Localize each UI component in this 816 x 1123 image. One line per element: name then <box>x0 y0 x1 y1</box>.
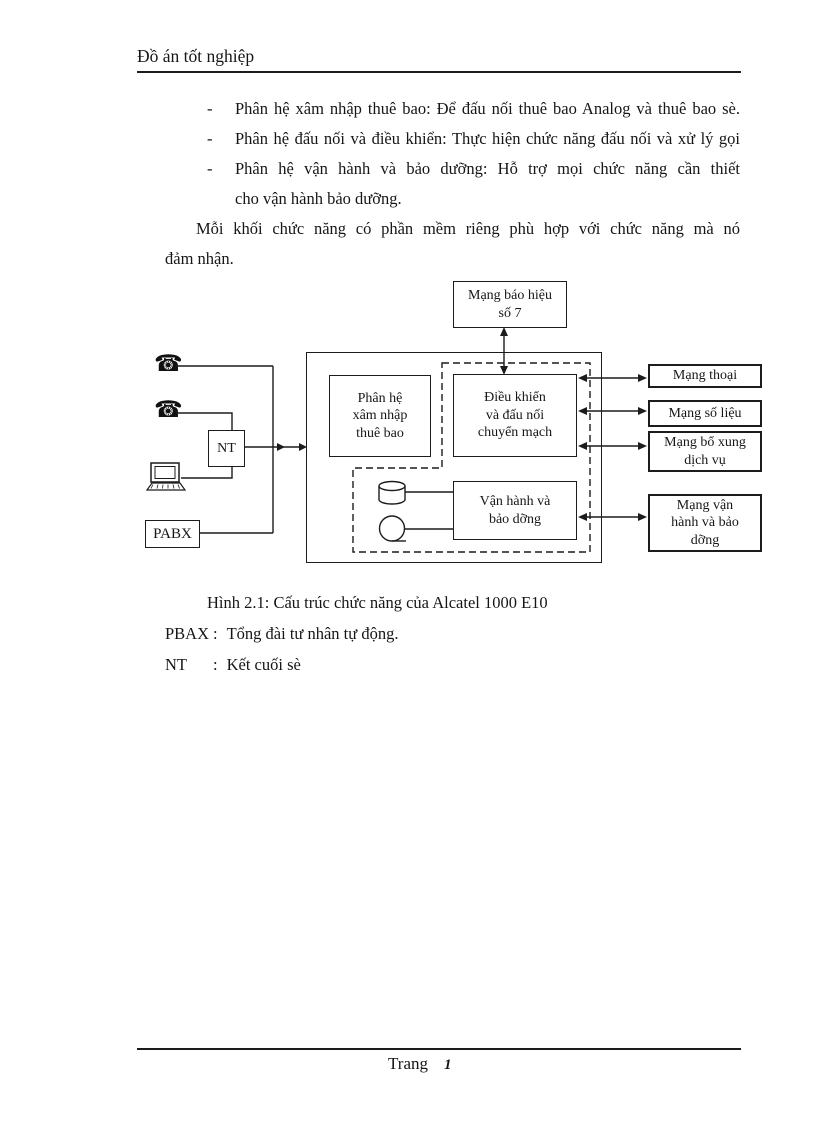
bullet-list: - Phân hệ xâm nhập thuê bao: Để đấu nối … <box>207 94 740 214</box>
box-label-line: PABX <box>153 525 192 542</box>
box-label-line: NT <box>217 440 236 456</box>
signaling-network-box: Mạng báo hiệu số 7 <box>453 281 567 328</box>
legend-description: Kết cuối sè <box>226 655 301 674</box>
box-label-line: Phân hệ <box>357 390 403 406</box>
footer-label: Trang <box>388 1054 428 1073</box>
computer-line <box>181 467 233 479</box>
data-network-box: Mạng số liệu <box>648 400 762 427</box>
box-label-line: dịch vụ <box>684 452 726 468</box>
paragraph-line: Mỗi khối chức năng có phần mềm riêng phù… <box>196 219 740 238</box>
box-label-line: và đấu nối <box>485 407 545 423</box>
box-label-line: Mạng bổ xung <box>664 435 746 450</box>
phone-icon: ☎ <box>154 351 183 377</box>
box-label-line: hành và bảo <box>671 515 739 531</box>
box-label-line: bảo dỡng <box>488 511 542 527</box>
bullet-item: - Phân hệ vận hành và bảo dưỡng: Hỗ trợ … <box>207 154 740 214</box>
computer-icon <box>145 462 187 491</box>
box-label-line: xâm nhập <box>352 408 408 424</box>
legend-colon: : <box>213 655 218 674</box>
bullet-item: - Phân hệ đấu nối và điều khiển: Thực hi… <box>207 124 740 154</box>
legend-row: PBAX: Tổng đài tư nhân tự động. <box>165 624 398 644</box>
bullet-marker: - <box>207 99 213 118</box>
body-paragraph: Mỗi khối chức năng có phần mềm riêng phù… <box>165 214 740 274</box>
voice-network-box: Mạng thoại <box>648 364 762 388</box>
bullet-text-line: Phân hệ đấu nối và điều khiển: Thực hiện… <box>235 129 740 148</box>
om-network-box: Mạng vận hành và bảo dỡng <box>648 494 762 552</box>
box-label-line: Mạng thoại <box>672 368 738 384</box>
box-label-line: Mạng báo hiệu <box>468 288 552 303</box>
bullet-text-line: cho vận hành bảo dưỡng. <box>235 189 402 208</box>
subscriber-access-subsystem-box: Phân hệ xâm nhập thuê bao <box>329 375 431 457</box>
exchange-main-box <box>306 352 602 563</box>
bullet-marker: - <box>207 129 213 148</box>
nt-box: NT <box>208 430 245 467</box>
box-label-line: dỡng <box>690 532 720 548</box>
bullet-item: - Phân hệ xâm nhập thuê bao: Để đấu nối … <box>207 94 740 124</box>
box-label-line: số 7 <box>498 305 522 321</box>
box-label-line: Mạng vận <box>676 497 734 513</box>
bullet-text-line: Phân hệ vận hành và bảo dưỡng: Hỗ trợ mọ… <box>235 159 740 178</box>
box-label-line: Vận hành và <box>479 494 551 509</box>
figure-caption: Hình 2.1: Cấu trúc chức năng của Alcatel… <box>207 593 548 612</box>
box-label-line: Điều khiển <box>484 390 546 406</box>
phone-icon: ☎ <box>154 397 183 423</box>
footer-page-number: 1 <box>444 1057 452 1073</box>
header-rule <box>137 71 741 73</box>
page-footer: Trang 1 <box>388 1054 452 1074</box>
pabx-box: PABX <box>145 520 200 548</box>
legend-term: PBAX <box>165 624 210 643</box>
box-label-line: Mạng số liệu <box>668 405 742 421</box>
control-switching-box: Điều khiển và đấu nối chuyển mạch <box>453 374 577 457</box>
phone2-line <box>176 412 233 430</box>
bullet-marker: - <box>207 159 213 178</box>
legend-row: NT: Kết cuối sè <box>165 655 301 675</box>
paragraph-line: đảm nhận. <box>165 249 234 268</box>
legend-description: Tổng đài tư nhân tự động. <box>226 624 399 643</box>
legend-colon: : <box>213 624 218 643</box>
operation-maintenance-box: Vận hành và bảo dỡng <box>453 481 577 540</box>
footer-rule <box>137 1048 741 1050</box>
page-header-title: Đồ án tốt nghiệp <box>137 46 255 66</box>
box-label-line: thuê bao <box>356 425 404 441</box>
box-label-line: chuyển mạch <box>477 425 553 441</box>
legend-term: NT <box>165 655 187 674</box>
bullet-text-line: Phân hệ xâm nhập thuê bao: Để đấu nối th… <box>235 99 740 118</box>
supplementary-service-network-box: Mạng bổ xung dịch vụ <box>648 431 762 472</box>
